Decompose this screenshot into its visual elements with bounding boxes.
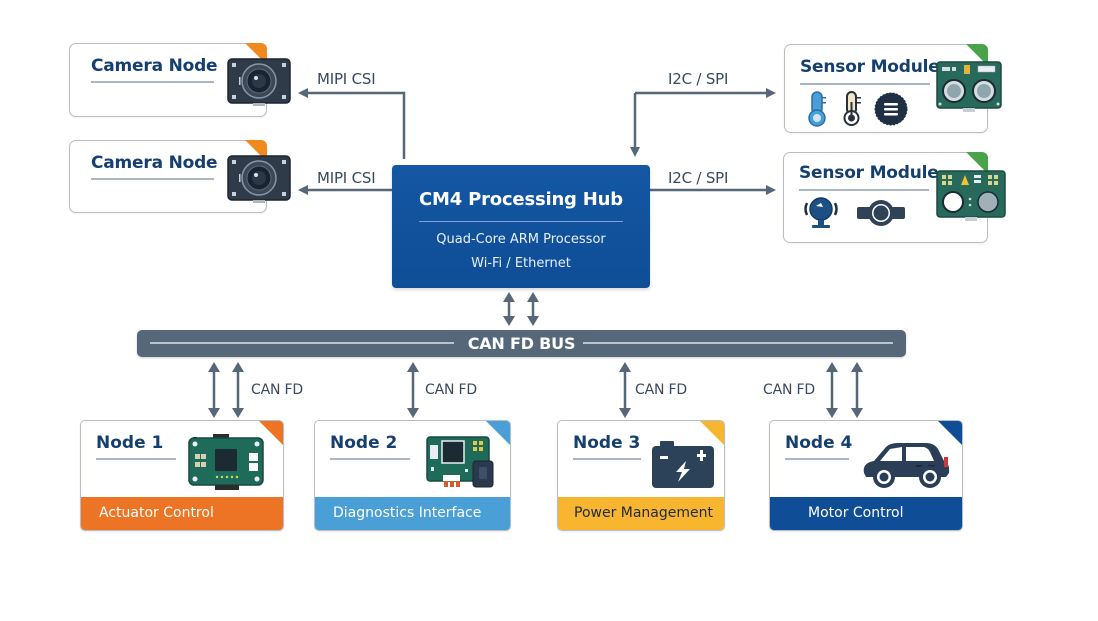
gas-sensor-icon	[874, 92, 908, 126]
bus-line-left	[150, 342, 454, 344]
arrow-bus-node-1b	[232, 362, 244, 418]
node-card-4[interactable]: Node 4 Motor Control	[769, 420, 963, 531]
sensor-module-title: Sensor Module	[800, 57, 940, 77]
arrow-hub-bus-2	[527, 292, 539, 326]
sensor-module-card-2[interactable]: Sensor Module	[783, 152, 988, 243]
arrow-bus-node-4a	[826, 362, 838, 418]
proximity-sensor-icon	[857, 200, 905, 226]
arrow-hub-to-camera-1	[298, 88, 406, 159]
can-fd-bus-label: CAN FD BUS	[467, 334, 576, 353]
node-card-1[interactable]: Node 1 Actuator Control	[80, 420, 284, 531]
arrow-bus-node-3	[619, 362, 631, 418]
can-fd-label-node-2: CAN FD	[425, 382, 477, 398]
node-card-2[interactable]: Node 2 Diagnostics Interface	[314, 420, 511, 531]
thermometer-icon	[843, 91, 861, 126]
arrow-bus-node-1a	[208, 362, 220, 418]
mipi-csi-label-1: MIPI CSI	[317, 70, 376, 88]
can-fd-label-node-4: CAN FD	[763, 382, 815, 398]
cm4-processing-hub[interactable]: CM4 Processing Hub Quad-Core ARM Process…	[392, 165, 650, 288]
mipi-csi-label-2: MIPI CSI	[317, 169, 376, 187]
arrow-bus-node-2	[407, 362, 419, 418]
hub-divider	[419, 221, 623, 222]
i2c-spi-label-2: I2C / SPI	[668, 169, 729, 187]
car-icon	[863, 443, 950, 488]
node-footer-motor-control: Motor Control	[770, 497, 962, 530]
hub-title: CM4 Processing Hub	[419, 189, 623, 210]
circuit-board-icon	[188, 434, 264, 490]
title-divider	[573, 458, 641, 460]
node-footer-diagnostics-interface: Diagnostics Interface	[315, 497, 510, 530]
node-title: Node 1	[96, 433, 164, 453]
node-footer-power-management: Power Management	[558, 497, 724, 530]
battery-icon	[652, 441, 714, 488]
node-title: Node 3	[573, 433, 641, 453]
arrow-hub-bus-1	[503, 292, 515, 326]
title-divider	[785, 458, 849, 460]
title-divider	[799, 189, 929, 191]
arrow-bus-node-4b	[851, 362, 863, 418]
diagnostics-board-icon	[426, 436, 494, 488]
node-title: Node 4	[785, 433, 853, 453]
camera-icon	[227, 58, 291, 106]
camera-node-title: Camera Node	[91, 56, 218, 76]
can-fd-label-node-1: CAN FD	[251, 382, 303, 398]
camera-icon	[227, 155, 291, 203]
bus-line-right	[583, 342, 893, 344]
sensor-board-icon	[936, 170, 1006, 221]
node-title: Node 2	[330, 433, 398, 453]
camera-node-title: Camera Node	[91, 153, 218, 173]
i2c-spi-label-1: I2C / SPI	[668, 70, 729, 88]
title-divider	[96, 458, 176, 460]
title-divider	[91, 81, 214, 83]
webcam-icon	[804, 197, 838, 228]
sensor-module-title: Sensor Module	[799, 163, 939, 183]
ultrasonic-sensor-board-icon	[936, 61, 1002, 112]
title-divider	[800, 83, 930, 85]
title-divider	[91, 178, 214, 180]
node-card-3[interactable]: Node 3 Power Management	[557, 420, 725, 531]
can-fd-label-node-3: CAN FD	[635, 382, 687, 398]
hub-processor-line: Quad-Core ARM Processor	[436, 232, 606, 247]
title-divider	[330, 458, 410, 460]
thermometer-blue-icon	[808, 91, 826, 127]
can-fd-bus: CAN FD BUS	[137, 330, 906, 357]
node-footer-actuator-control: Actuator Control	[81, 497, 283, 530]
hub-network-line: Wi-Fi / Ethernet	[471, 256, 571, 271]
